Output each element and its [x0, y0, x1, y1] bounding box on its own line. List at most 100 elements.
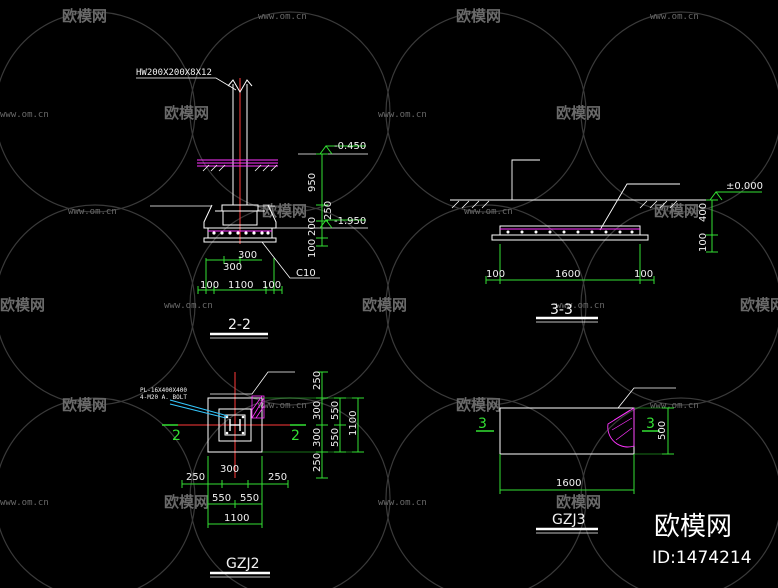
- leader-line: [210, 371, 295, 395]
- dim-250-left: 250: [186, 472, 205, 483]
- watermark-brand: 欧模网: [62, 7, 107, 25]
- watermark-layer: 欧模网 www.om.cn 欧模网 www.om.cn www.om.cn 欧模…: [0, 7, 778, 511]
- watermark-url: www.om.cn: [0, 110, 49, 120]
- brand-name: 欧模网: [654, 512, 732, 542]
- corner-hatch: [611, 409, 633, 441]
- dim-300-top: 300: [312, 401, 323, 420]
- level-mark-top: -0.450: [298, 141, 368, 155]
- section-mark-left: 3: [478, 416, 487, 432]
- dim-1100-bottom: 1100: [224, 513, 249, 524]
- level-label: ±0.000: [726, 181, 763, 192]
- leader-line: [511, 159, 540, 200]
- dim-400: 400: [698, 203, 709, 222]
- dim-100: 100: [698, 233, 709, 252]
- watermark-brand: 欧模网: [456, 7, 501, 25]
- plan-gzj3: 3 3 500 1600 GZJ3: [476, 387, 676, 534]
- blinding-layer: [203, 237, 277, 243]
- watermark-url: www.om.cn: [650, 401, 699, 411]
- leader-line: [617, 387, 676, 409]
- dim-1100: 1100: [228, 280, 253, 291]
- watermark-brand: 欧模网: [0, 296, 45, 314]
- watermark-brand: 欧模网: [654, 202, 699, 220]
- section-mark-right: 2: [291, 428, 300, 444]
- concrete-leader: [261, 241, 320, 279]
- brand-corner: 欧模网 ID:1474214: [652, 512, 752, 568]
- column-label-leader: [136, 77, 237, 91]
- watermark-brand: 欧模网: [164, 493, 209, 511]
- blinding-layer: [491, 234, 649, 241]
- anchor-bolts: [225, 415, 245, 435]
- watermark-brand: 欧模网: [262, 202, 307, 220]
- plate-label: PL-16X400X400: [140, 387, 187, 394]
- dim-250: 250: [323, 201, 334, 220]
- rebar-dots: [212, 231, 270, 235]
- bolt-label: 4-M20 A. BOLT: [140, 394, 187, 401]
- watermark-url: www.om.cn: [464, 207, 513, 217]
- watermark-brand: 欧模网: [556, 104, 601, 122]
- plan-gzj2: PL-16X400X400 4-M20 A. BOLT 2 2 250 300 …: [140, 371, 364, 578]
- column-break-symbol: [227, 79, 253, 93]
- section-2-2: HW200X200X8X12: [136, 68, 368, 339]
- watermark-url: www.om.cn: [258, 401, 307, 411]
- level-bottom-label: -1.950: [334, 216, 366, 227]
- base-plate-outline: [224, 414, 246, 436]
- watermark-url: www.om.cn: [378, 498, 427, 508]
- dim-200: 200: [307, 217, 318, 236]
- section-mark-right: 3: [646, 416, 655, 432]
- dim-550-left: 550: [212, 493, 231, 504]
- corner-hatch: [251, 395, 265, 419]
- watermark-brand: 欧模网: [62, 396, 107, 414]
- dim-550-top: 550: [330, 401, 341, 420]
- watermark-url: www.om.cn: [650, 12, 699, 22]
- watermark-url: www.om.cn: [258, 12, 307, 22]
- dim-1600: 1600: [555, 269, 580, 280]
- watermark-circles: [0, 11, 778, 588]
- footing-slab: [499, 225, 641, 236]
- watermark-brand: 欧模网: [164, 104, 209, 122]
- dim-100-right: 100: [262, 280, 281, 291]
- dim-300-left: 300: [223, 262, 242, 273]
- soil-hatch: [451, 200, 678, 209]
- plate-leader: [169, 399, 229, 417]
- section-title-2-2: 2-2: [228, 317, 251, 333]
- watermark-brand: 欧模网: [362, 296, 407, 314]
- dim-550-bottom: 550: [330, 428, 341, 447]
- dim-250-bottom: 250: [312, 453, 323, 472]
- ground-line-hatch: [197, 159, 278, 167]
- bottom-dimension-chains: [181, 456, 289, 528]
- watermark-url: www.om.cn: [0, 498, 49, 508]
- soil-hatch: [202, 164, 278, 172]
- brand-id: ID:1474214: [652, 548, 752, 568]
- watermark-brand: 欧模网: [456, 396, 501, 414]
- watermark-brand: 欧模网: [556, 493, 601, 511]
- level-top-label: -0.450: [334, 141, 366, 152]
- corner-hatch: [251, 395, 265, 419]
- dim-1100-right: 1100: [348, 411, 359, 436]
- pier-outline: [215, 210, 265, 226]
- small-dimension-lines: [205, 256, 275, 294]
- dim-100-left: 100: [200, 280, 219, 291]
- dim-550-right: 550: [240, 493, 259, 504]
- concrete-label: C10: [296, 268, 316, 279]
- right-dimension: [634, 407, 674, 455]
- section-3-3: ±0.000 400 100 100 1600 100: [450, 159, 763, 323]
- watermark-url: www.om.cn: [378, 110, 427, 120]
- dim-300-top: 300: [238, 250, 257, 261]
- bolt-leader: [169, 403, 227, 419]
- level-triangle: [709, 191, 723, 201]
- section-mark-left: 2: [172, 428, 181, 444]
- vertical-dimension-chain: [316, 153, 328, 247]
- dim-100-right: 100: [634, 269, 653, 280]
- bottom-dimension: [499, 454, 635, 494]
- pedestal-outline: [218, 408, 252, 442]
- h-section-symbol: [229, 419, 241, 431]
- bottom-dimension-chain: [485, 244, 655, 284]
- right-dimension-chains: [262, 371, 364, 479]
- watermark-url: www.om.cn: [556, 301, 605, 311]
- leader-line: [599, 183, 680, 231]
- dim-250-right: 250: [268, 472, 287, 483]
- column-label: HW200X200X8X12: [136, 68, 212, 78]
- section-title-3-3: 3-3: [550, 302, 573, 318]
- vertical-dimension-chain: [706, 199, 718, 253]
